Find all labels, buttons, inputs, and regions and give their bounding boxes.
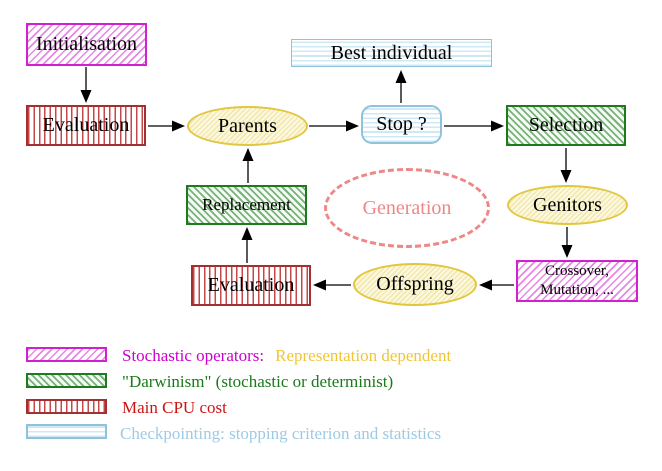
node-initialisation: Initialisation: [26, 23, 147, 66]
legend-magenta-hatch-swatch-icon: [26, 347, 107, 362]
node-offspring: Offspring: [353, 263, 477, 306]
node-replacement: Replacement: [186, 185, 307, 225]
node-selection: Selection: [506, 105, 626, 146]
node-best-individual: Best individual: [291, 39, 492, 67]
node-crossover-mutation: Crossover, Mutation, ...: [516, 260, 638, 302]
node-parents: Parents: [187, 106, 308, 146]
legend-item-checkpointing: Checkpointing: stopping criterion and st…: [120, 424, 442, 443]
crossover-line: Crossover,: [545, 263, 609, 280]
node-evaluation-top: Evaluation: [26, 105, 146, 146]
node-stop: Stop ?: [361, 105, 442, 144]
legend-label-stochastic: Stochastic operators:: [122, 346, 265, 365]
legend-red-stripes-swatch-icon: [26, 399, 107, 414]
legend-cyan-stripes-swatch-icon: [26, 424, 107, 439]
legend-item-stochastic-operators: Stochastic operators: Representation depe…: [122, 346, 451, 366]
node-evaluation-bottom: Evaluation: [191, 265, 311, 306]
mutation-line: Mutation, ...: [540, 282, 614, 298]
legend-item-main-cpu-cost: Main CPU cost: [122, 398, 227, 417]
legend-label-representation: Representation dependent: [275, 346, 452, 365]
node-genitors: Genitors: [507, 185, 628, 225]
legend-item-darwinism: "Darwinism" (stochastic or determinist): [122, 372, 394, 391]
generation-cycle-ellipse: Generation: [324, 168, 490, 248]
legend-green-hatch-swatch-icon: [26, 373, 107, 388]
